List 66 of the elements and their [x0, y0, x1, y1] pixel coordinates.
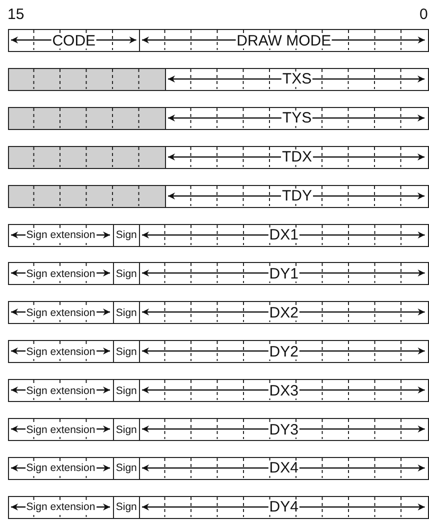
bit-field [165, 146, 429, 169]
bit-field [112, 496, 140, 519]
reserved-bits-field [8, 106, 166, 130]
field-name: DX4 [268, 460, 300, 476]
field-name: Sign extension [25, 502, 96, 513]
bit-field [165, 68, 429, 91]
bit-field [112, 301, 140, 324]
bit-field [112, 340, 140, 364]
field-name: Sign extension [25, 346, 96, 357]
field-name: Sign extension [25, 268, 96, 280]
field-name: DY3 [268, 422, 300, 437]
bit-field [112, 418, 140, 441]
reserved-bits-field [8, 68, 166, 91]
bit-field [8, 418, 114, 441]
field-name: Sign [114, 463, 138, 474]
field-name: TDY [281, 188, 313, 204]
bit-field [112, 379, 140, 402]
bit-field [8, 379, 114, 402]
bit-field [138, 29, 429, 52]
bit-number: 0 [420, 6, 428, 23]
field-name: CODE [51, 33, 97, 48]
field-name: DRAW MODE [236, 33, 332, 48]
bit-field [138, 379, 429, 402]
bit-field [8, 262, 114, 286]
bit-field [138, 456, 429, 480]
bit-field [8, 340, 114, 364]
reserved-bits-field [8, 184, 166, 208]
bit-field [112, 262, 140, 286]
field-name: Sign [114, 268, 138, 280]
field-name: TXS [281, 72, 313, 87]
bit-field [138, 340, 429, 364]
field-name: Sign extension [25, 424, 96, 435]
bit-field [8, 456, 114, 480]
field-name: Sign extension [25, 385, 96, 396]
field-name: DY2 [268, 344, 300, 360]
field-name: Sign [114, 346, 138, 357]
field-name: DX1 [268, 228, 300, 242]
bit-field [112, 456, 140, 480]
field-name: Sign extension [25, 308, 96, 318]
bit-field [138, 224, 429, 246]
bit-field [165, 184, 429, 208]
bit-field [8, 496, 114, 519]
field-name: TYS [281, 110, 313, 126]
reserved-bits-field [8, 146, 166, 169]
field-name: Sign [114, 385, 138, 396]
bit-field [138, 301, 429, 324]
bit-field [138, 262, 429, 286]
field-name: Sign extension [25, 463, 96, 474]
bit-field [8, 224, 114, 246]
bit-field [138, 418, 429, 441]
field-name: DX3 [268, 383, 300, 398]
field-name: Sign [114, 424, 138, 435]
bit-field [138, 496, 429, 519]
bit-field [8, 301, 114, 324]
bit-field [165, 106, 429, 130]
field-name: Sign extension [25, 230, 96, 240]
bit-field [112, 224, 140, 246]
field-name: DX2 [268, 305, 300, 320]
field-name: Sign [114, 502, 138, 513]
bit-field [8, 29, 140, 52]
field-name: Sign [114, 230, 138, 240]
bit-number: 15 [8, 6, 24, 23]
field-name: Sign [114, 308, 138, 318]
field-name: DY1 [268, 266, 300, 282]
field-name: DY4 [268, 500, 300, 515]
field-name: TDX [281, 150, 313, 165]
